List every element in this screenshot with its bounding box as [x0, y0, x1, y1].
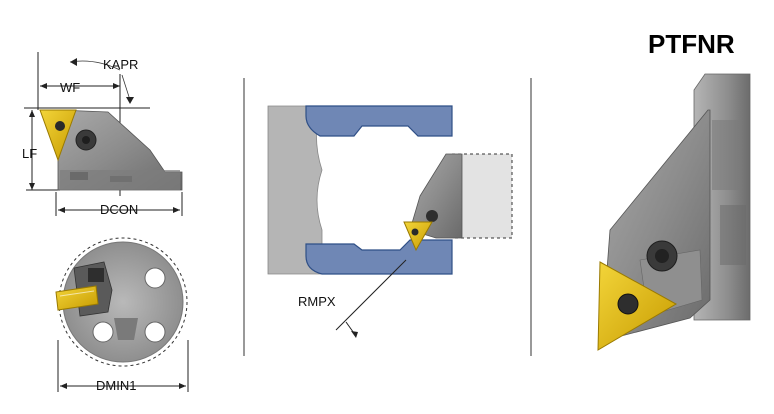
rmpx-line	[335, 259, 407, 331]
boring-view: RMPX	[267, 105, 513, 338]
product-view: PTFNR	[597, 29, 751, 351]
side-view: KAPR WF LF DCON	[22, 52, 183, 217]
end-view: DMIN1	[55, 237, 189, 393]
workpiece-lower	[305, 239, 453, 275]
dcon-label: DCON	[100, 202, 138, 217]
kapr-label: KAPR	[103, 57, 138, 72]
side-insert	[39, 109, 77, 162]
wf-label: WF	[60, 80, 80, 95]
dmin1-label: DMIN1	[96, 378, 136, 393]
boring-insert	[403, 221, 433, 252]
lf-label: LF	[22, 146, 37, 161]
workpiece-upper	[305, 105, 453, 137]
rmpx-label: RMPX	[298, 294, 336, 309]
page-title: PTFNR	[648, 29, 735, 59]
